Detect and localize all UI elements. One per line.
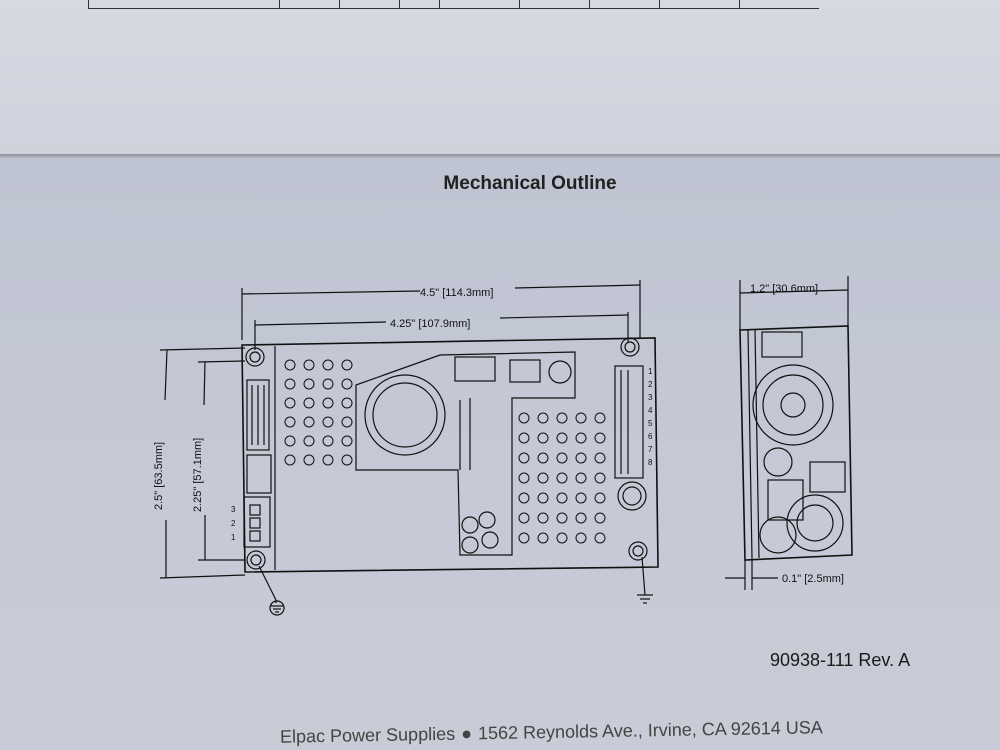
table-fragment bbox=[88, 0, 819, 9]
dim-hole-spacing-length: 4.25" [107.9mm] bbox=[390, 318, 470, 330]
paper-main-section bbox=[0, 158, 1000, 750]
pin-label: 2 bbox=[231, 519, 236, 528]
vent-holes-right bbox=[518, 412, 606, 544]
pin-label: 4 bbox=[648, 406, 653, 415]
pin-label: 3 bbox=[648, 393, 653, 402]
pin-label: 2 bbox=[648, 380, 653, 389]
page-title: Mechanical Outline bbox=[443, 173, 617, 194]
paper-top-section bbox=[0, 0, 1000, 160]
company-name: Elpac Power Supplies bbox=[279, 723, 456, 747]
dim-clearance: 0.1" [2.5mm] bbox=[782, 573, 844, 585]
part-number: 90938-111 Rev. A bbox=[770, 650, 911, 670]
pin-label: 3 bbox=[231, 505, 236, 514]
pin-label: 1 bbox=[648, 367, 653, 376]
pin-label: 7 bbox=[648, 445, 653, 454]
dim-hole-spacing-width: 2.25" [57.1mm] bbox=[192, 438, 204, 512]
dim-overall-length: 4.5" [114.3mm] bbox=[420, 287, 493, 299]
pin-label: 8 bbox=[648, 458, 653, 467]
bullet-separator: ● bbox=[460, 723, 473, 744]
pin-label: 6 bbox=[648, 432, 653, 441]
dim-height: 1.2" [30.6mm] bbox=[750, 283, 818, 295]
dim-overall-width: 2.5" [63.5mm] bbox=[153, 442, 165, 510]
pin-label: 1 bbox=[231, 533, 236, 542]
paper-fold bbox=[0, 154, 1000, 158]
vent-holes-left bbox=[284, 359, 353, 466]
pin-label: 5 bbox=[648, 419, 653, 428]
